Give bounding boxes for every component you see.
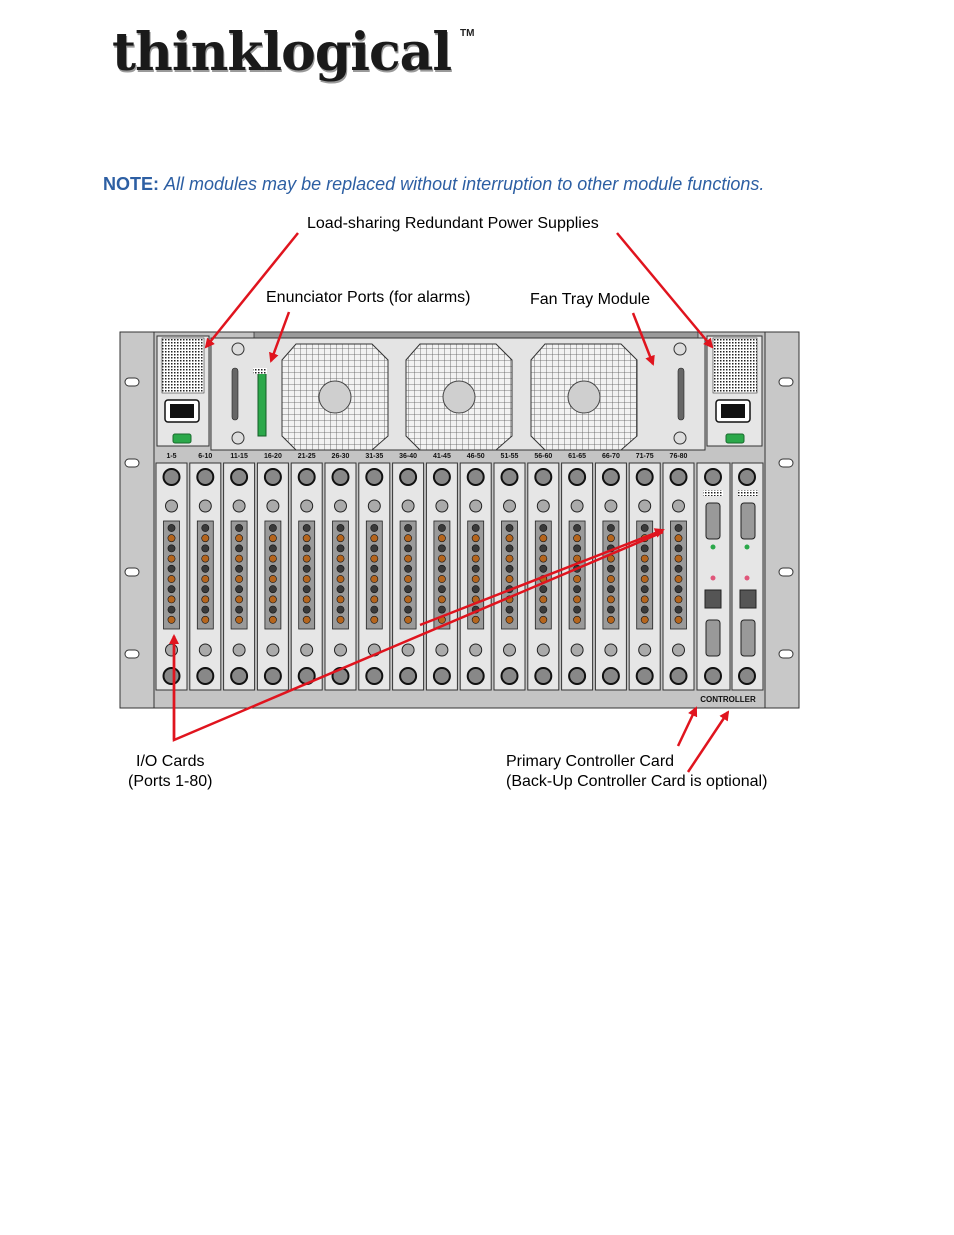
io-card-51-55	[493, 462, 526, 691]
slot-label-76-80: 76-80	[670, 453, 688, 460]
io-card-16-20	[256, 462, 289, 691]
arrow-enunciator	[269, 311, 291, 363]
io-card-6-10	[189, 462, 222, 691]
slot-label-11-15: 11-15	[230, 453, 248, 460]
backup-controller-card	[731, 462, 764, 691]
note-text: All modules may be replaced without inte…	[164, 174, 765, 194]
rack-ear-right	[764, 331, 800, 709]
note-line: NOTE: All modules may be replaced withou…	[103, 174, 764, 195]
slot-label-46-50: 46-50	[467, 453, 485, 460]
trademark-mark: TM	[460, 28, 475, 39]
io-card-11-15	[223, 462, 256, 691]
note-prefix: NOTE:	[103, 174, 159, 194]
slot-label-51-55: 51-55	[501, 453, 519, 460]
slot-label-71-75: 71-75	[636, 453, 654, 460]
slot-label-31-35: 31-35	[365, 453, 383, 460]
callout-arrows	[169, 232, 730, 773]
io-card-group	[155, 462, 695, 691]
label-controller-card: Primary Controller Card	[506, 753, 675, 770]
controller-label: CONTROLLER	[700, 695, 756, 704]
slot-label-16-20: 16-20	[264, 453, 282, 460]
io-card-41-45	[425, 462, 458, 691]
slot-label-26-30: 26-30	[332, 453, 350, 460]
rack-mount-holes	[124, 377, 794, 659]
label-backup-controller: (Back-Up Controller Card is optional)	[506, 773, 768, 790]
primary-controller-card	[696, 462, 731, 691]
power-supply-left	[156, 335, 210, 447]
label-enunciator-ports: Enunciator Ports (for alarms)	[266, 289, 471, 306]
label-fan-tray: Fan Tray Module	[530, 291, 651, 308]
psu-left-led	[172, 433, 192, 444]
slot-label-group: 1-5 6-10 11-15 16-20 21-25 26-30 31-35 36-40 41-…	[166, 453, 687, 460]
slot-label-41-45: 41-45	[433, 453, 451, 460]
slot-label-66-70: 66-70	[602, 453, 620, 460]
io-card-61-65	[561, 462, 594, 691]
slot-label-21-25: 21-25	[298, 453, 316, 460]
label-io-ports: (Ports 1-80)	[128, 773, 213, 790]
io-card-1-5	[155, 462, 188, 691]
io-card-71-75	[628, 462, 661, 691]
arrow-fan-tray	[631, 312, 655, 366]
psu-right-led	[725, 433, 745, 444]
fan-3	[530, 343, 638, 451]
arrow-psu-left	[204, 232, 299, 349]
slot-label-36-40: 36-40	[399, 453, 417, 460]
label-io-cards: I/O Cards	[136, 753, 205, 770]
thinklogical-logo: thinklogical	[112, 22, 452, 83]
slot-label-56-60: 56-60	[534, 453, 552, 460]
io-card-36-40	[392, 462, 425, 691]
arrow-psu-right	[616, 232, 714, 349]
slot-label-1-5: 1-5	[166, 453, 176, 460]
arrow-primary-controller	[676, 706, 698, 747]
io-card-21-25	[290, 462, 323, 691]
io-card-76-80	[662, 462, 695, 691]
io-card-66-70	[594, 462, 627, 691]
fan-2	[405, 343, 513, 451]
fan-1	[281, 343, 389, 451]
arrow-backup-controller	[686, 710, 730, 773]
io-card-31-35	[358, 462, 391, 691]
slot-label-61-65: 61-65	[568, 453, 586, 460]
io-card-26-30	[324, 462, 357, 691]
io-card-56-60	[527, 462, 560, 691]
enunciator-port-block	[257, 371, 267, 437]
label-power-supplies: Load-sharing Redundant Power Supplies	[307, 215, 599, 232]
slot-label-6-10: 6-10	[198, 453, 212, 460]
io-card-46-50	[459, 462, 492, 691]
power-supply-right	[706, 335, 763, 447]
